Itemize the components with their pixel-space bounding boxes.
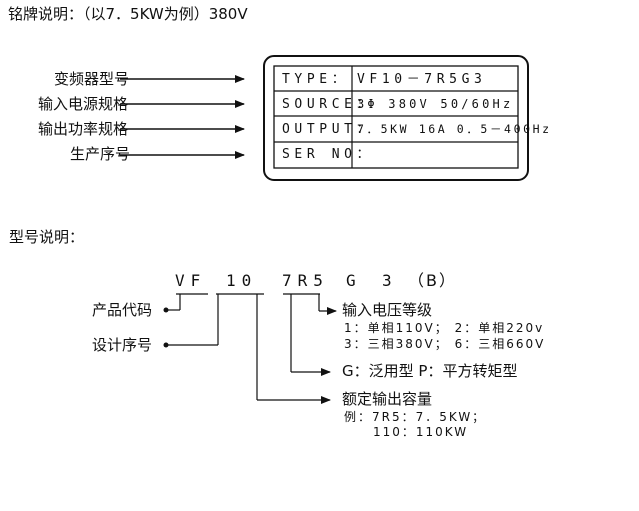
plate-type-key: TYPE： (282, 72, 350, 87)
label-inverter-model: 变频器型号 (54, 70, 130, 88)
model-code-7r5: 7R5 (282, 271, 329, 290)
voltage-line2: 3：三相380V； 6：三相660V (344, 337, 546, 351)
model-code-10: 10 (226, 271, 258, 290)
plate-output-value: 7．5KW 16A 0．5－400Hz (357, 122, 552, 136)
capacity-title: 额定输出容量 (342, 390, 433, 408)
label-output-power: 输出功率规格 (38, 120, 129, 138)
label-design-serial: 设计序号 (92, 336, 153, 354)
plate-source-key: SOURCE： (282, 97, 375, 112)
model-code-vf: VF (175, 271, 207, 290)
plate-serial-key: SER NO： (282, 147, 375, 162)
capacity-line2: 110：110KW (373, 425, 469, 439)
model-code-3: 3 (382, 271, 398, 290)
plate-output-key: OUTPUT： (282, 122, 375, 137)
nameplate-heading: 铭牌说明：（以7．5KW为例）380V (8, 5, 248, 23)
gp-type-note: G：泛用型 P：平方转矩型 (342, 362, 518, 380)
label-serial-number: 生产序号 (70, 145, 131, 163)
model-code-b: （B） (408, 271, 457, 290)
voltage-title: 输入电压等级 (342, 301, 433, 319)
plate-type-value: VF10－7R5G3 (357, 72, 487, 87)
plate-source-value: 3Φ 380V 50/60Hz (357, 97, 514, 111)
label-product-code: 产品代码 (92, 301, 153, 319)
voltage-line1: 1：单相110V； 2：单相220v (344, 321, 545, 335)
model-heading: 型号说明： (9, 228, 85, 246)
nameplate-frame (263, 55, 529, 181)
capacity-line1: 例：7R5：7．5KW； (344, 410, 487, 424)
nameplate-table (273, 65, 519, 169)
model-code-g: G (346, 271, 362, 290)
label-input-power: 输入电源规格 (38, 95, 129, 113)
